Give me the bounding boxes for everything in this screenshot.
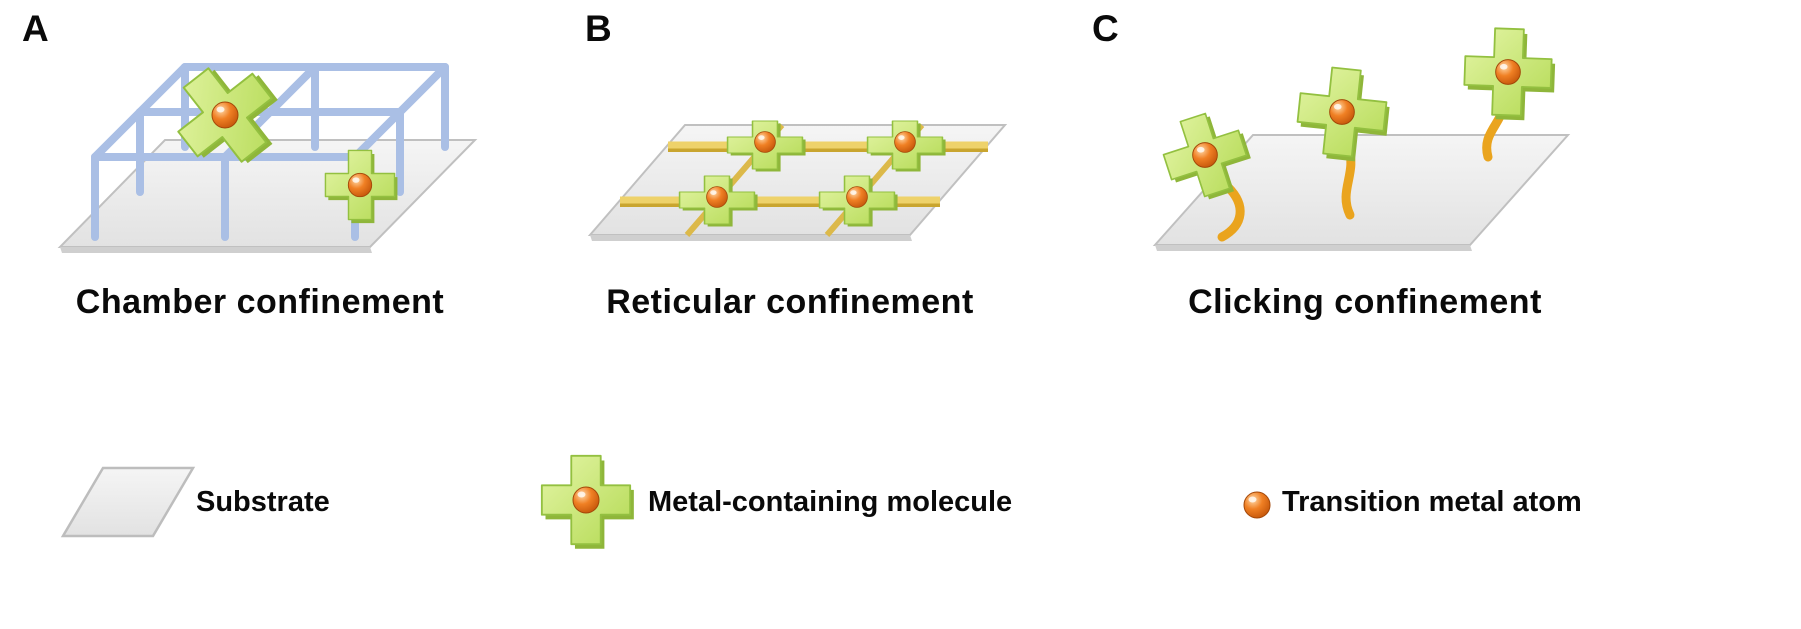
transition-metal-atom-icon (1243, 491, 1271, 519)
metal-atom (211, 101, 239, 129)
panel-c-illustration (1152, 26, 1571, 251)
metal-atom (1192, 142, 1218, 168)
panel-a-illustration (57, 45, 478, 253)
panel-a-letter: A (22, 8, 49, 49)
panel-a-caption: Chamber confinement (75, 283, 445, 321)
legend-label-atom: Transition metal atom (1282, 486, 1582, 518)
substrate-front-edge (1155, 245, 1472, 251)
panel-c-caption: Clicking confinement (1188, 283, 1542, 321)
legend-label-molecule: Metal-containing molecule (648, 486, 1013, 518)
panel-b-letter: B (585, 8, 612, 49)
substrate-front-edge (590, 235, 912, 241)
metal-atom (1329, 99, 1355, 125)
metal-atom (1495, 59, 1521, 85)
metal-containing-molecule-icon (540, 454, 635, 550)
metal-atom (347, 172, 373, 198)
panel-b-caption: Reticular confinement (606, 283, 974, 321)
metal-atom (846, 186, 868, 208)
panel-b-illustration (587, 120, 1008, 241)
legend-label-substrate: Substrate (196, 486, 330, 518)
panel-c-letter: C (1092, 8, 1119, 49)
metal-atom (894, 131, 916, 153)
metal-atom (706, 186, 728, 208)
substrate-front-edge (60, 247, 372, 253)
substrate-icon (60, 466, 196, 538)
metal-atom (754, 131, 776, 153)
chamber-frame (91, 63, 449, 241)
